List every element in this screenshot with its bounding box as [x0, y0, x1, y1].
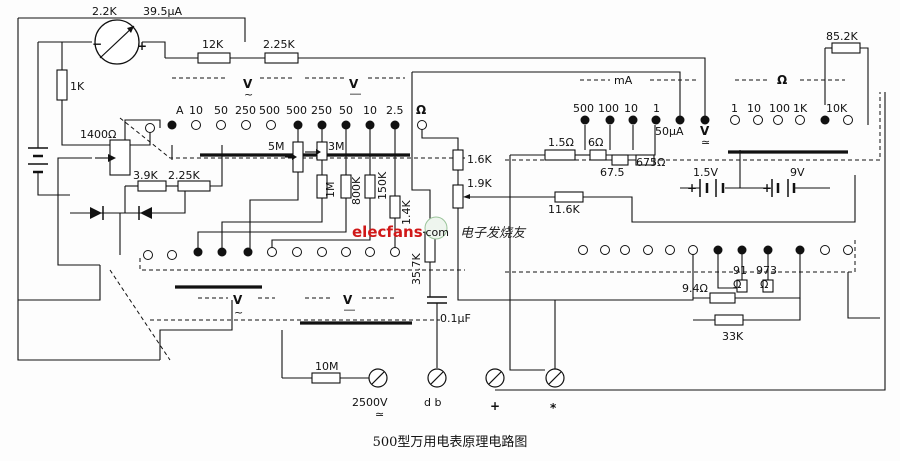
switch-contacts-top: [145, 115, 853, 133]
wiring: [17, 17, 886, 391]
meter-symbol: [94, 19, 140, 65]
range-v-dc-2: 50: [339, 104, 353, 117]
label-2.25k-mid: 2.25K: [168, 169, 200, 182]
range-ma-2: 10: [624, 102, 638, 115]
label-3.9k: 3.9K: [133, 169, 158, 182]
range-vv: V: [700, 124, 710, 138]
range-v-dc-4: 2.5: [386, 104, 404, 117]
group-v-ac-bottom: V: [233, 293, 243, 307]
range-ohm-0: 1: [731, 102, 738, 115]
range-ma-1: 100: [598, 102, 619, 115]
label-11.6k: 11.6K: [548, 203, 580, 216]
diodes: [90, 206, 152, 220]
battery-9v: [771, 179, 796, 197]
group-brackets: [172, 77, 845, 299]
label-67.5: 67.5: [600, 166, 625, 179]
watermark-brand: elecfans: [352, 223, 423, 241]
group-v-dc-bottom: V: [343, 293, 353, 307]
label-675ohm: 675Ω: [636, 156, 665, 169]
watermark-cn: 电子发烧友: [460, 226, 527, 241]
group-ohm: Ω: [777, 73, 787, 87]
group-v-ac-tilde: ~: [244, 88, 253, 101]
label-capacitor: 0.1μF: [440, 312, 471, 325]
label-1.9k: 1.9K: [467, 177, 492, 190]
terminal-2500v-label: 2500V: [352, 396, 388, 409]
range-vv-tilde: ≃: [701, 136, 710, 149]
label-35.7k: 35.7K: [410, 253, 423, 285]
label-1400ohm: 1400Ω: [80, 128, 116, 141]
meter-plus: +: [137, 39, 147, 53]
label-12k: 12K: [202, 38, 224, 51]
range-v-ac-3: 250: [235, 104, 256, 117]
watermark: elecfans ·com 电子发烧友: [352, 216, 527, 241]
terminal-2500v-tilde: ≃: [375, 408, 384, 421]
capacitor-symbol: [427, 296, 447, 320]
label-1.4k: 1.4K: [400, 200, 413, 225]
meter-current-label: 39.5μA: [143, 5, 182, 18]
group-ma: mA: [614, 74, 633, 87]
label-973: 973: [756, 264, 777, 277]
label-1.5v: 1.5V: [693, 166, 718, 179]
terminal-db-label: d b: [424, 396, 441, 409]
range-ohm-4: 10K: [826, 102, 848, 115]
battery-9v-plus: +: [762, 181, 772, 195]
group-v-dc-bottom-underline: ―: [344, 303, 355, 316]
range-v-dc-1: 250: [311, 104, 332, 117]
label-9.4ohm: 9.4Ω: [682, 282, 708, 295]
range-v-ac-1: 10: [189, 104, 203, 117]
switch-bars: [109, 92, 881, 361]
range-ma-0: 500: [573, 102, 594, 115]
label-1k: 1K: [70, 80, 85, 93]
battery-left: [28, 147, 48, 174]
resistor-bodies: [56, 42, 861, 384]
potentiometer-arrows: [95, 149, 470, 199]
range-v-dc-0: 500: [286, 104, 307, 117]
group-v-ac-bottom-tilde: ~: [234, 306, 243, 319]
battery-1.5v: [699, 179, 725, 197]
group-v-dc: V: [349, 77, 359, 91]
label-800k: 800K: [350, 176, 363, 205]
label-1.5ohm: 1.5Ω: [548, 136, 574, 149]
range-ohm-3: 1K: [793, 102, 808, 115]
label-85.2k: 85.2K: [826, 30, 858, 43]
range-v-ac-4: 500: [259, 104, 280, 117]
label-9v: 9V: [790, 166, 805, 179]
battery-1.5v-plus: +: [687, 181, 697, 195]
meter-minus: −: [92, 37, 102, 51]
label-5m: 5M: [268, 140, 285, 153]
diagram-caption: 500型万用电表原理电路图: [373, 434, 528, 450]
terminal-star-label: *: [550, 401, 557, 415]
range-ua: 50μA: [655, 125, 684, 138]
watermark-suffix: ·com: [422, 226, 449, 239]
label-973-unit: Ω: [760, 278, 768, 291]
range-v-ac-2: 50: [214, 104, 228, 117]
label-33k: 33K: [722, 330, 744, 343]
range-v-ac-0: A: [176, 104, 184, 117]
label-2.25k-top: 2.25K: [263, 38, 295, 51]
label-6ohm: 6Ω: [588, 136, 603, 149]
range-ohm-1: 10: [747, 102, 761, 115]
range-v-dc-3: 10: [363, 104, 377, 117]
label-10m: 10M: [315, 360, 339, 373]
label-3m: 3M: [328, 140, 345, 153]
label-1m: 1M: [324, 182, 337, 199]
meter-resistance-label: 2.2K: [92, 5, 117, 18]
terminals: [368, 368, 565, 388]
group-v-ac: V: [243, 77, 253, 91]
range-ma-3: 1: [653, 102, 660, 115]
label-91-unit: Ω: [733, 278, 741, 291]
label-150k: 150K: [376, 171, 389, 200]
label-91: 91: [733, 264, 747, 277]
range-ohm-2: 100: [769, 102, 790, 115]
range-ohm-position: Ω: [416, 103, 426, 117]
label-1.6k: 1.6K: [467, 153, 492, 166]
switch-contacts-bottom: [143, 245, 853, 260]
group-v-dc-underline: ―: [350, 87, 361, 100]
terminal-plus-label: +: [490, 399, 500, 413]
